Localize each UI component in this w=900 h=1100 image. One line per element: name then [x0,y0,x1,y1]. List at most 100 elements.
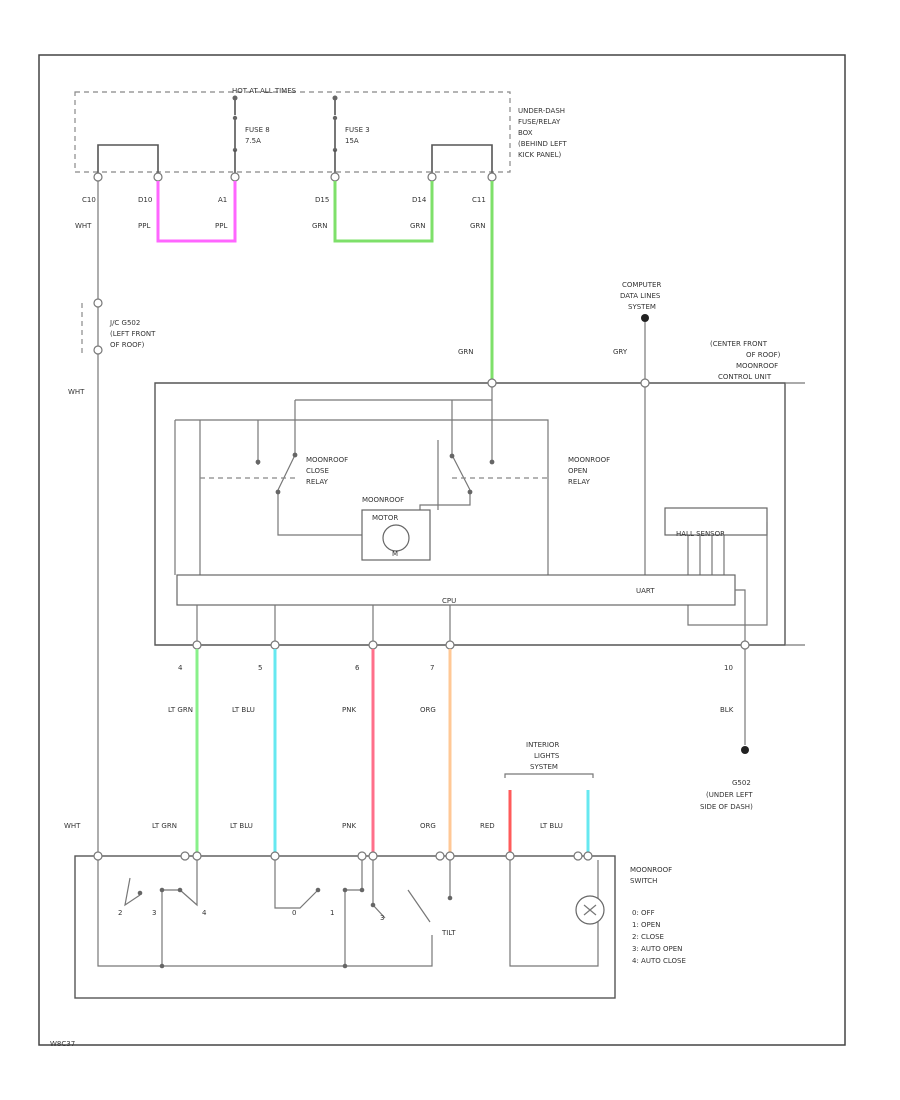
diagram-frame [38,54,846,1046]
footer-code: W8C37 [50,1040,75,1048]
cpu-label: CPU [442,597,456,605]
open-relay-label-1: MOONROOF [568,456,610,464]
switch-position-2: 2: CLOSE [632,933,664,941]
wire-label-lt-blu-3: LT BLU [540,822,563,830]
wire-label-lt-blu-2: LT BLU [230,822,253,830]
switch-contact-1: 1 [330,909,334,917]
fuse-box-label-2: FUSE/RELAY [518,118,561,126]
pin-5: 5 [258,664,262,672]
interior-label-1: INTERIOR [526,741,559,749]
terminal-d10: D10 [138,196,152,204]
hall-sensor-box [664,507,768,536]
wire-label-wht-2: WHT [68,388,85,396]
tilt-label: TILT [441,929,456,937]
control-unit-label-4: CONTROL UNIT [718,373,772,381]
ground-label-3: SIDE OF DASH) [700,803,753,811]
wire-label-wht-1: WHT [75,222,92,230]
wire-label-grn-4: GRN [458,348,474,356]
switch-label-1: MOONROOF [630,866,672,874]
open-relay-switch [437,440,471,510]
switch-label-2: SWITCH [630,877,657,885]
moonroof-switch: 2 3 4 0 1 3 TILT MOONROOF SWITCH 0: OFF … [74,851,686,999]
wire-label-grn-2: GRN [410,222,426,230]
wire-label-grn-1: GRN [312,222,328,230]
wire-label-lt-grn-1: LT GRN [168,706,193,714]
wire-label-red: RED [480,822,495,830]
fuse-3-name: FUSE 3 [345,126,370,134]
pin-10: 10 [724,664,733,672]
motor-icon [382,524,410,552]
control-unit-label-2: OF ROOF) [746,351,781,359]
close-relay-label-2: CLOSE [306,467,329,475]
fuse-box-label-5: KICK PANEL) [518,151,561,159]
cpu-uart-bar [176,574,736,606]
switch-position-3: 3: AUTO OPEN [632,945,682,953]
computer-data-lines: COMPUTER DATA LINES SYSTEM GRY [613,281,661,380]
hot-at-all-times-label: HOT AT ALL TIMES [232,87,297,95]
wire-label-pnk-2: PNK [342,822,356,830]
pin-4: 4 [178,664,183,672]
jc-label-3: OF ROOF) [110,341,145,349]
close-relay-label-3: RELAY [306,478,329,486]
ground-label-2: (UNDER LEFT [706,791,753,799]
wire-label-ppl-2: PPL [215,222,227,230]
computer-label-1: COMPUTER [622,281,661,289]
motor-symbol: M [392,550,398,558]
jc-label-2: (LEFT FRONT [110,330,156,338]
switch-contact-3: 3 [152,909,156,917]
hall-sensor-label: HALL SENSOR [676,530,725,538]
moonroof-motor: MOONROOF MOTOR M [361,496,431,561]
switch-position-1: 1: OPEN [632,921,660,929]
switch-contact-4: 4 [202,909,207,917]
close-relay-label-1: MOONROOF [306,456,348,464]
interior-label-2: LIGHTS [534,752,560,760]
ground-label-1: G502 [732,779,751,787]
switch-position-0: 0: OFF [632,909,655,917]
wire-label-grn-3: GRN [470,222,486,230]
wire-label-ppl-1: PPL [138,222,150,230]
terminal-d15: D15 [315,196,329,204]
open-relay-label-2: OPEN [568,467,587,475]
jc-label-1: J/C G502 [109,319,140,327]
control-unit-label-1: (CENTER FRONT [710,340,768,348]
fuse-box-label-1: UNDER-DASH [518,107,565,115]
data-connector-icon [641,314,649,322]
open-relay-label-3: RELAY [568,478,591,486]
fuse-box-label-4: (BEHIND LEFT [518,140,567,148]
computer-label-2: DATA LINES [620,292,661,300]
grn-jumper-wire [333,181,434,243]
terminal-a1: A1 [218,196,227,204]
fuse-relay-box: HOT AT ALL TIMES UNDER-DASH FUSE/RELAY B… [74,87,567,204]
wire-label-gry: GRY [613,348,628,356]
moonroof-control-unit: (CENTER FRONT OF ROOF) MOONROOF CONTROL … [154,340,805,646]
ground-icon [741,746,749,754]
terminal-d14: D14 [412,196,427,204]
fuse-3-rating: 15A [345,137,359,145]
fuse-8-rating: 7.5A [245,137,261,145]
junction-g502: J/C G502 (LEFT FRONT OF ROOF) [81,298,156,355]
wire-label-lt-blu-1: LT BLU [232,706,255,714]
switch-contact-0: 0 [292,909,296,917]
switch-position-4: 4: AUTO CLOSE [632,957,686,965]
wire-label-lt-grn-2: LT GRN [152,822,177,830]
interior-label-3: SYSTEM [530,763,558,771]
interior-lights-system: INTERIOR LIGHTS SYSTEM [504,741,594,778]
wire-label-org-1: ORG [420,706,436,714]
fuse-box-label-3: BOX [518,129,533,137]
switch-contact-2: 2 [118,909,122,917]
terminal-c10: C10 [82,196,96,204]
terminal-c11: C11 [472,196,486,204]
uart-label: UART [636,587,655,595]
wire-label-org-2: ORG [420,822,436,830]
motor-label-1: MOONROOF [362,496,404,504]
wire-label-pnk-1: PNK [342,706,356,714]
pin-7: 7 [430,664,434,672]
ppl-wire [156,181,237,243]
wire-label-blk: BLK [720,706,734,714]
computer-label-3: SYSTEM [628,303,656,311]
switch-contact-3b: 3 [380,914,384,922]
ground-g502: G502 (UNDER LEFT SIDE OF DASH) [700,649,753,811]
wire-label-wht-3: WHT [64,822,81,830]
pin-6: 6 [355,664,360,672]
